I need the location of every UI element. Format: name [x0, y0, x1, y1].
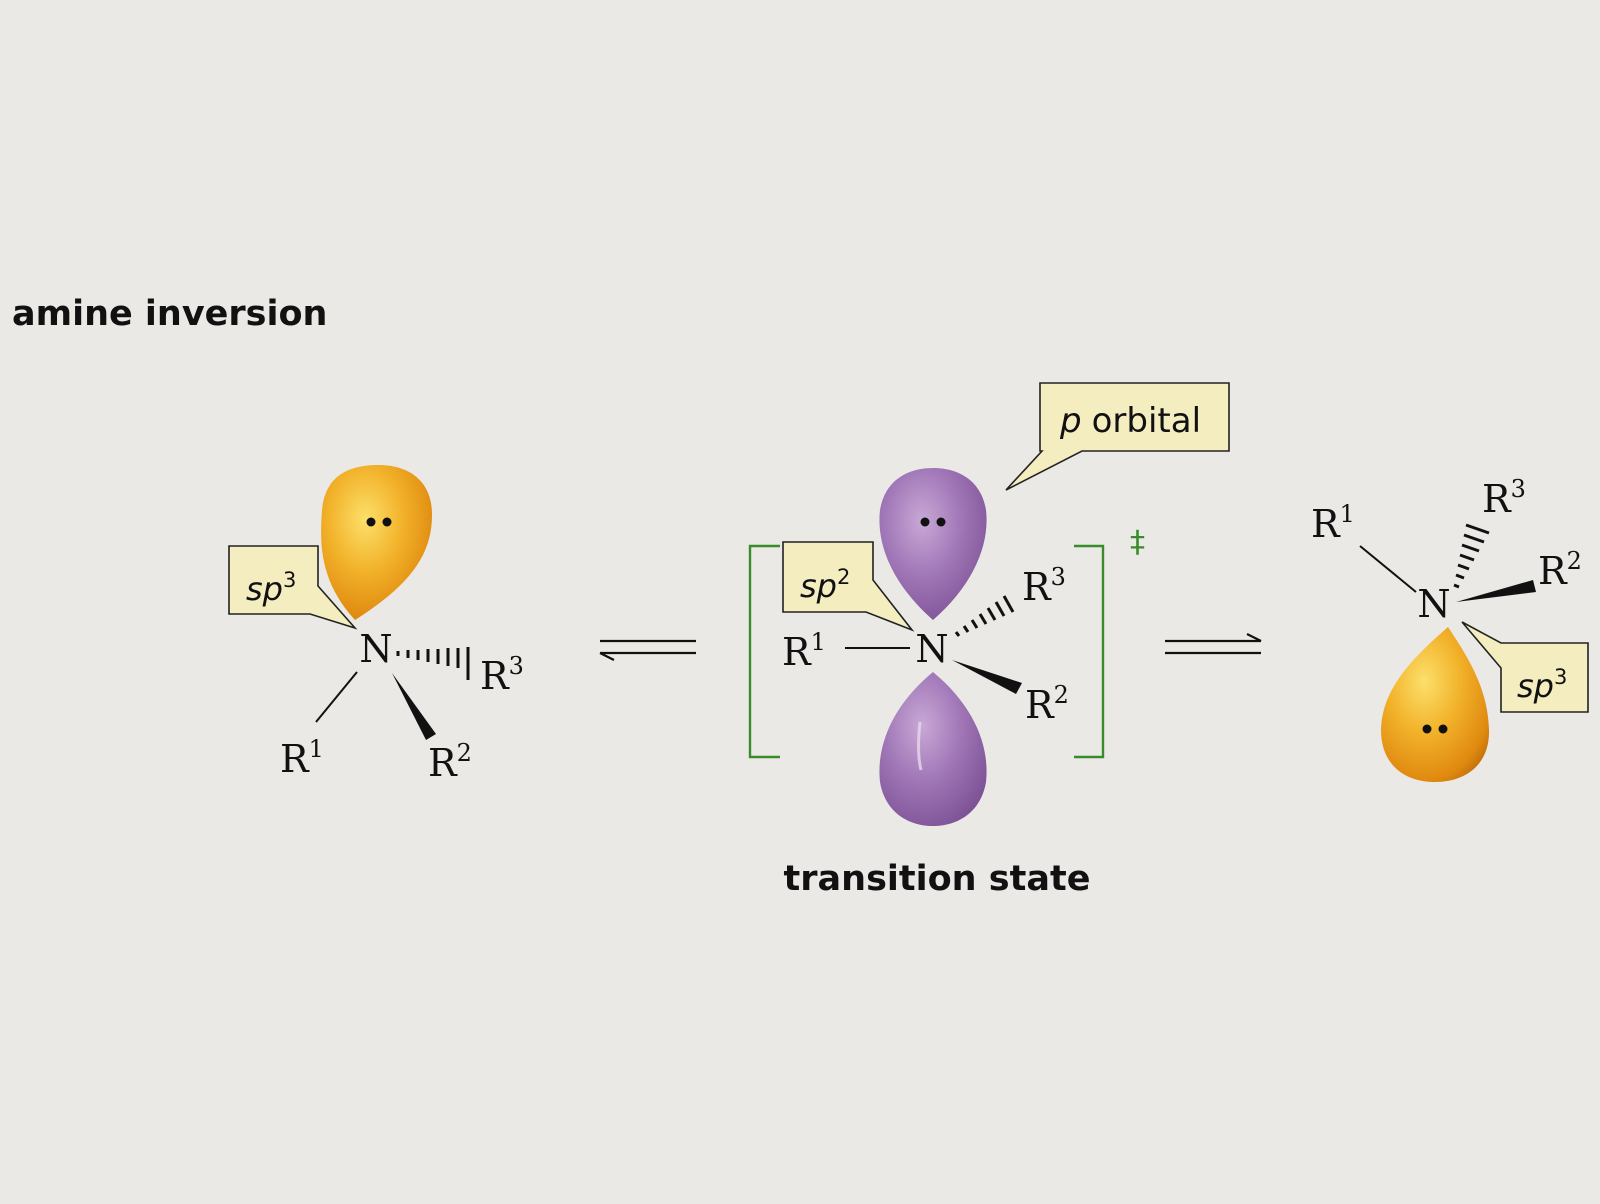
lone-pair-dot	[382, 517, 392, 527]
hybrid-sp-text: sp	[800, 567, 837, 605]
equilibrium-arrow-left	[599, 639, 696, 661]
p-lobe-upper-icon	[879, 468, 987, 620]
substituent-r2: R2	[1538, 547, 1582, 593]
lone-pair-dot	[1422, 724, 1432, 734]
p-lobe-lower-icon	[879, 672, 987, 826]
sp2-label: sp2	[782, 541, 915, 632]
substituent-r3: R3	[480, 652, 524, 698]
right-amine: N R1 R3 R2 sp3	[1311, 475, 1589, 782]
superscript-3: 3	[283, 568, 296, 592]
superscript-3: 3	[1554, 665, 1567, 689]
equilibrium-arrow-right	[1165, 633, 1262, 655]
bond-r1	[315, 671, 358, 723]
substituent-r2: R2	[1025, 681, 1069, 727]
lone-pair-dot	[1438, 724, 1448, 734]
bond-r1	[1359, 545, 1417, 593]
hashed-bond-r3	[954, 595, 1015, 637]
hashed-bond-r3	[396, 647, 470, 680]
substituent-r3: R3	[1022, 563, 1066, 609]
diagram-title: amine inversion	[12, 294, 327, 334]
substituent-r1: R1	[280, 735, 324, 781]
lone-pair-dot	[936, 517, 946, 527]
lone-pair-dot	[920, 517, 930, 527]
nitrogen-atom: N	[1417, 582, 1450, 626]
lone-pair-dot	[366, 517, 376, 527]
superscript-2: 2	[837, 565, 850, 589]
nitrogen-atom: N	[359, 627, 392, 671]
left-amine: sp3 N R1 R2 R3	[228, 465, 524, 785]
wedge-bond-r2	[392, 673, 436, 740]
wedge-bond-r2	[952, 660, 1022, 694]
wedge-bond-r2	[1456, 580, 1536, 602]
substituent-r3: R3	[1482, 475, 1526, 521]
double-dagger: ‡	[1130, 525, 1145, 560]
sp3-label-left: sp3	[228, 545, 358, 630]
substituent-r2: R2	[428, 739, 472, 785]
transition-state-label: transition state	[784, 859, 1091, 899]
sp3-label-right: sp3	[1461, 621, 1589, 713]
sp3-lobe-down-icon	[1381, 627, 1490, 782]
nitrogen-atom: N	[915, 627, 948, 671]
svg-text:sp2: sp2	[800, 565, 850, 605]
hashed-bond-r3	[1453, 523, 1490, 589]
hybrid-sp-text: sp	[246, 570, 283, 608]
bracket-left	[748, 544, 780, 759]
sp3-lobe-up-icon	[321, 465, 432, 620]
hybrid-sp-text: sp	[1517, 667, 1554, 705]
substituent-r1: R1	[1311, 500, 1355, 546]
bracket-right	[1074, 544, 1105, 759]
svg-text:sp3: sp3	[1517, 665, 1567, 705]
substituent-r1: R1	[782, 628, 826, 674]
svg-text:sp3: sp3	[246, 568, 296, 608]
